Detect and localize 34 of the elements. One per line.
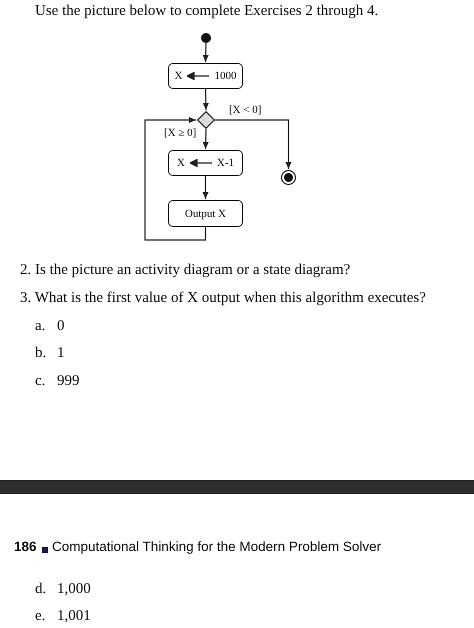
- arrow: [202, 42, 209, 62]
- page-number: 186: [14, 539, 37, 554]
- edge-label: [X ≥ 0]: [164, 127, 196, 139]
- option-value: 0: [57, 318, 64, 335]
- action-box: [168, 63, 243, 89]
- instruction-text: Use the picture below to complete Exercises 2 through 4.: [35, 3, 378, 20]
- running-header: Computational Thinking for the Modern Problem Solver: [52, 539, 382, 554]
- action-box: [168, 150, 243, 176]
- option-value: 1,000: [57, 581, 91, 598]
- node-label: 1000: [214, 70, 236, 82]
- option-letter: e.: [35, 608, 46, 625]
- end-node: [281, 170, 296, 185]
- question-text: 2. Is the picture an activity diagram or a state diagram?: [20, 262, 350, 279]
- option-value: 1: [57, 345, 64, 362]
- node-label: X-1: [216, 157, 234, 169]
- edge-label: [X < 0]: [229, 104, 262, 116]
- option-letter: c.: [35, 373, 46, 390]
- start-node: [201, 33, 211, 43]
- arrow: [202, 176, 208, 199]
- action-box: [168, 200, 243, 227]
- node-label: X: [176, 157, 185, 169]
- arrow: [215, 119, 292, 169]
- decision-diamond: [197, 111, 215, 129]
- arrow: [202, 88, 209, 110]
- node-label: X: [174, 70, 182, 82]
- node-label: Output X: [184, 208, 226, 220]
- question-text: 3. What is the first value of X output when this algorithm executes?: [20, 290, 426, 307]
- option-letter: d.: [35, 581, 46, 598]
- option-letter: a.: [35, 318, 46, 335]
- arrow: [202, 128, 209, 150]
- option-value: 1,001: [57, 608, 91, 625]
- arrow: [144, 117, 206, 241]
- option-value: 999: [57, 373, 80, 390]
- option-letter: b.: [35, 345, 46, 362]
